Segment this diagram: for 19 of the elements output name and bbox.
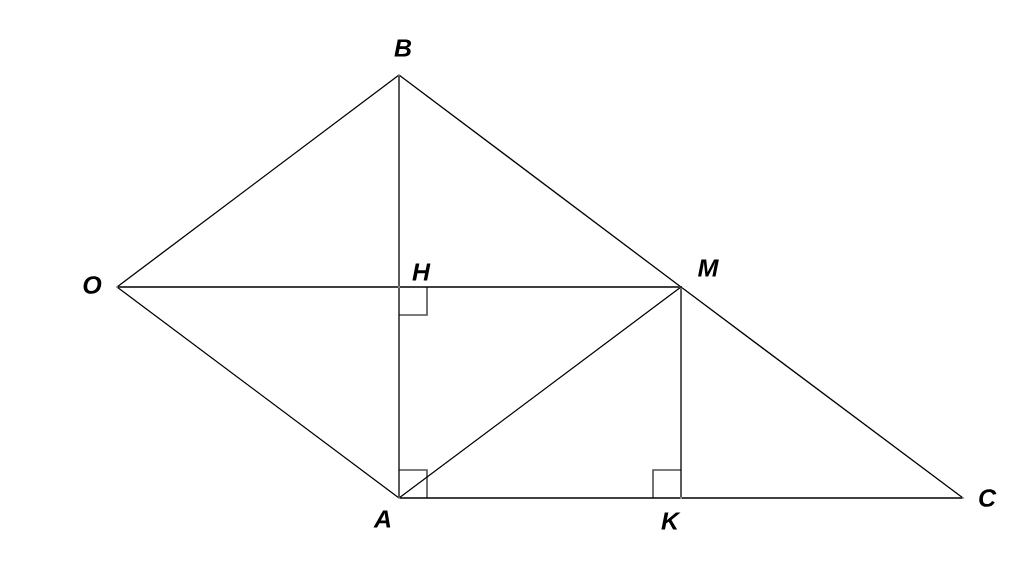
line-segment [399, 286, 681, 288]
point-label: B [394, 39, 412, 57]
line-segment [681, 497, 963, 499]
line-segment [398, 287, 400, 498]
point-label: K [661, 512, 681, 530]
line-segment [117, 74, 399, 288]
point-label: M [698, 259, 719, 277]
line-segment [399, 287, 681, 499]
line-segment [117, 286, 399, 288]
line-segment [399, 497, 681, 499]
line-segment [398, 75, 400, 287]
line-segment [117, 286, 399, 499]
point-label: C [979, 489, 997, 507]
point-label: A [373, 510, 391, 528]
line-segment [399, 74, 681, 287]
line-segment [681, 287, 963, 499]
line-segment [680, 287, 682, 498]
point-label: H [412, 263, 431, 281]
point-label: O [83, 276, 102, 294]
